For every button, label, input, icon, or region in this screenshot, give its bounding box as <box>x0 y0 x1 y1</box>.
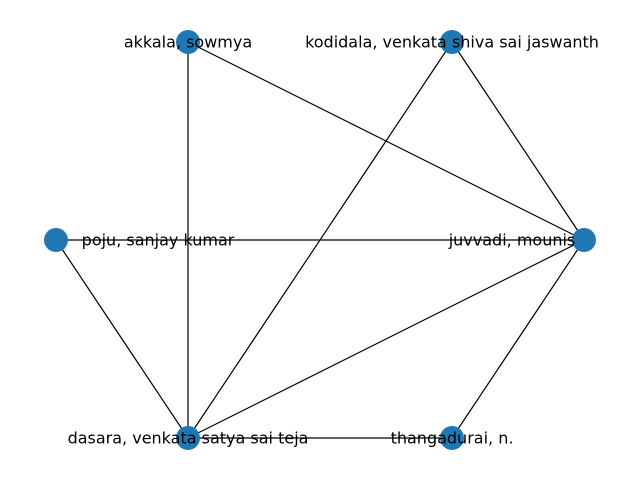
node-label-akkala: akkala, sowmya <box>124 33 252 52</box>
edge-poju-dasara <box>55 239 189 439</box>
labels-layer: akkala, sowmya kodidala, venkata shiva sa… <box>68 33 599 448</box>
edges-layer <box>55 41 585 439</box>
node-dasara <box>176 426 200 450</box>
node-label-thangadurai: thangadurai, n. <box>391 429 514 448</box>
node-label-juvvadi: juvvadi, mounis <box>448 231 576 250</box>
nodes-layer <box>44 30 596 450</box>
edge-juvvadi-dasara <box>187 239 585 439</box>
node-label-dasara: dasara, venkata satya sai teja <box>68 429 309 448</box>
edge-kodidala-juvvadi <box>451 41 585 241</box>
node-juvvadi <box>572 228 596 252</box>
node-thangadurai <box>440 426 464 450</box>
node-label-kodidala: kodidala, venkata shiva sai jaswanth <box>305 33 599 52</box>
node-label-poju: poju, sanjay kumar <box>82 231 235 250</box>
edge-juvvadi-thangadurai <box>451 239 585 439</box>
node-akkala <box>176 30 200 54</box>
node-kodidala <box>440 30 464 54</box>
node-poju <box>44 228 68 252</box>
